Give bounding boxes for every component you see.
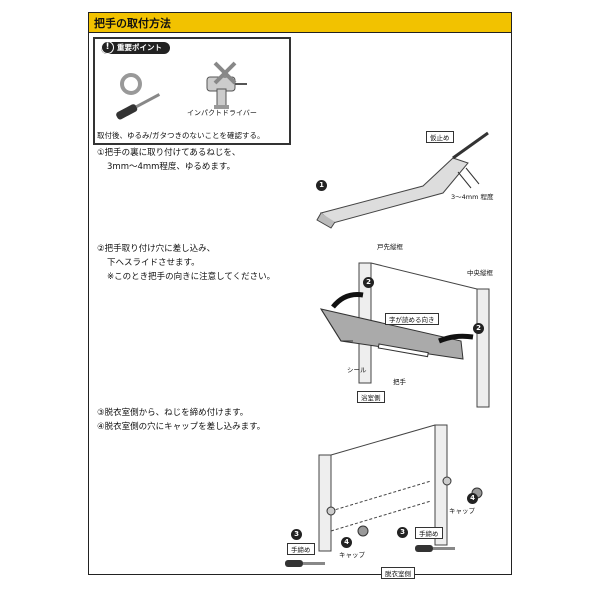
point-caption: 取付後、ゆるみ/ガタつきのないことを確認する。	[97, 131, 265, 140]
door-edge-frame-label: 戸先縦框	[377, 243, 403, 251]
title-bar: 把手の取付方法	[89, 13, 511, 33]
handle-loosen-illustration	[316, 131, 489, 229]
step-number-2a: 2	[363, 277, 374, 288]
impact-driver-label: インパクトドライバー	[187, 109, 257, 117]
screwdriver-left-icon	[285, 560, 325, 567]
step-number-4a: 4	[341, 537, 352, 548]
hand-tighten-label-right: 手締め	[415, 527, 443, 539]
temporary-fix-label: 仮止め	[426, 131, 454, 143]
exclamation-icon: !	[101, 41, 114, 54]
step-1-text: ①把手の裏に取り付けてあるねじを、 3mm〜4mm程度、ゆるめます。	[97, 148, 241, 172]
step-2-text: ②把手取り付け穴に差し込み、 下へスライドさせます。 ※このとき把手の向きに注意…	[97, 244, 276, 282]
gap-label: 3～4mm 程度	[451, 193, 494, 201]
step-3-4-text: ③脱衣室側から、ねじを締め付けます。 ④脱衣室側の穴にキャップを差し込みます。	[97, 408, 266, 432]
step-number-2b: 2	[473, 323, 484, 334]
important-point-badge: ! 重要ポイント	[101, 41, 170, 54]
important-point-box: ! 重要ポイント インパクトドライバー 取付	[93, 37, 291, 145]
instruction-frame: 把手の取付方法 ! 重要ポイント	[88, 12, 512, 579]
step-number-1: 1	[316, 180, 327, 191]
screwdriver-icon	[116, 93, 161, 120]
tool-illustration	[116, 61, 247, 120]
prohibited-icon	[213, 61, 237, 85]
step-number-4b: 4	[467, 493, 478, 504]
impact-driver-icon	[206, 76, 247, 109]
dressing-room-side-label: 脱衣室側	[381, 567, 415, 579]
center-frame-label: 中央縦框	[467, 269, 493, 277]
step-number-3a: 3	[291, 529, 302, 540]
handle-insert-illustration	[319, 262, 490, 408]
seal-label: シール	[347, 366, 367, 374]
bathroom-side-label: 浴室側	[357, 391, 385, 403]
handle-label: 把手	[393, 378, 406, 386]
screwdriver-right-icon	[415, 545, 455, 552]
ring-icon	[120, 73, 142, 95]
readable-direction-label: 字が読める向き	[385, 313, 439, 325]
step-number-3b: 3	[397, 527, 408, 538]
hand-tighten-label-left: 手締め	[287, 543, 315, 555]
cap-label-right: キャップ	[449, 507, 475, 515]
screw-tighten-illustration	[318, 424, 483, 552]
page-title: 把手の取付方法	[94, 17, 171, 30]
cap-label-left: キャップ	[339, 551, 365, 559]
